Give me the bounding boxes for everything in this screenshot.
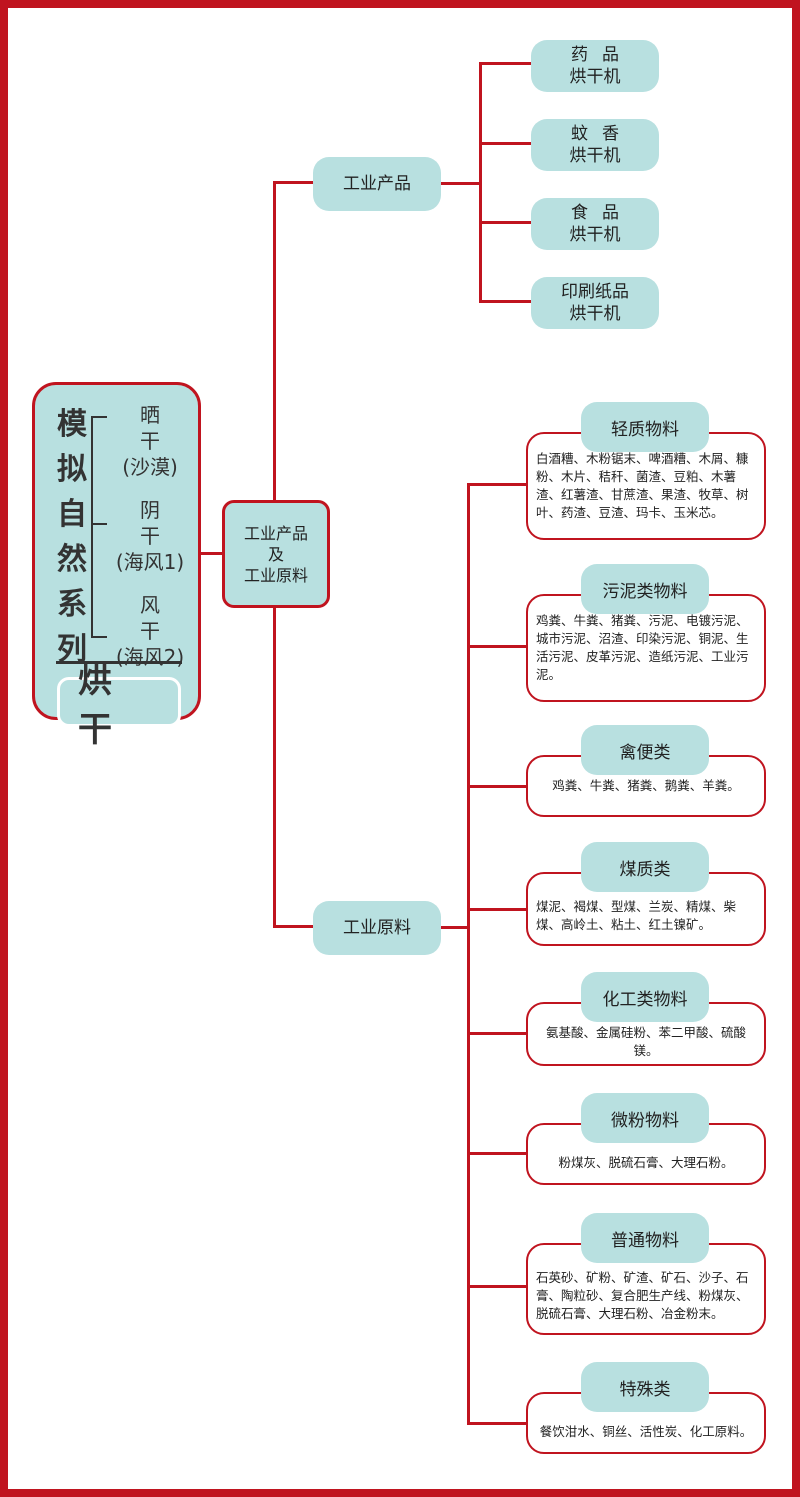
root-badge: 烘干 (57, 661, 181, 750)
method-label: 阴干 (140, 498, 180, 548)
product-item: 印刷纸品烘干机 (531, 277, 659, 329)
root-title-char: 自 (57, 497, 87, 532)
product-type: 烘干机 (569, 67, 621, 87)
products-branch-2 (479, 142, 531, 145)
category-title: 煤质类 (581, 842, 709, 892)
method-bracket (91, 416, 93, 638)
category-content: 石英砂、矿粉、矿渣、矿石、沙子、石膏、陶粒砂、复合肥生产线、粉煤灰、脱硫石膏、大… (536, 1270, 749, 1321)
product-name: 食品 (571, 203, 633, 223)
products-branch-1 (479, 62, 531, 65)
product-type: 烘干机 (569, 225, 621, 245)
root-title-char: 拟 (57, 452, 87, 487)
category-title: 污泥类物料 (581, 564, 709, 614)
materials-vertical (467, 483, 470, 1424)
connector-to-products (273, 181, 315, 184)
method-tick-3 (91, 636, 107, 638)
category-content: 鸡粪、牛粪、猪粪、污泥、电镀污泥、城市污泥、沼渣、印染污泥、铜泥、生活污泥、皮革… (536, 613, 749, 682)
product-type: 烘干机 (569, 146, 621, 166)
node-industrial-products: 工业产品 (313, 157, 441, 211)
materials-branch-4 (467, 908, 527, 911)
connector-to-materials (273, 925, 315, 928)
connector-products-bus (440, 182, 480, 185)
materials-branch-1 (467, 483, 527, 486)
hub-node: 工业产品 及 工业原料 (222, 500, 330, 608)
root-title-char: 模 (57, 407, 87, 442)
hub-line: 工业产品 (243, 523, 308, 543)
method-wind-dry: 风干 (海风2) (110, 592, 190, 670)
category-title: 化工类物料 (581, 972, 709, 1022)
category-content: 白酒糟、木粉锯末、啤酒糟、木屑、糠粉、木片、秸秆、菌渣、豆粕、木薯渣、红薯渣、甘… (536, 451, 749, 520)
method-sub: (海风1) (115, 550, 185, 574)
materials-branch-2 (467, 645, 527, 648)
category-content: 粉煤灰、脱硫石膏、大理石粉。 (558, 1155, 734, 1170)
category-content: 鸡粪、牛粪、猪粪、鹅粪、羊粪。 (552, 778, 740, 793)
hub-line: 及 (267, 544, 284, 564)
products-branch-4 (479, 300, 531, 303)
hub-line: 工业原料 (243, 565, 308, 585)
root-title-char: 系 (57, 587, 87, 622)
product-item: 食品烘干机 (531, 198, 659, 250)
materials-branch-5 (467, 1032, 527, 1035)
category-title: 微粉物料 (581, 1093, 709, 1143)
products-branch-3 (479, 221, 531, 224)
connector-materials-bus (440, 926, 470, 929)
node-industrial-materials: 工业原料 (313, 901, 441, 955)
connector-root-hub (200, 552, 224, 555)
materials-branch-8 (467, 1422, 527, 1425)
category-title: 普通物料 (581, 1213, 709, 1263)
connector-hub-down (273, 607, 276, 928)
category-title: 特殊类 (581, 1362, 709, 1412)
method-tick-2 (91, 523, 107, 525)
root-title: 模 拟 自 然 系 列 (52, 402, 92, 672)
connector-hub-up (273, 181, 276, 502)
category-title: 禽便类 (581, 725, 709, 775)
product-name: 蚊香 (571, 124, 633, 144)
category-title: 轻质物料 (581, 402, 709, 452)
root-title-char: 然 (57, 542, 87, 577)
materials-branch-3 (467, 785, 527, 788)
method-sub: (海风2) (115, 645, 185, 669)
method-shade-dry: 阴干 (海风1) (110, 497, 190, 575)
category-content-box: 鸡粪、牛粪、猪粪、鹅粪、羊粪。 (526, 755, 766, 817)
materials-branch-6 (467, 1152, 527, 1155)
category-content: 餐饮泔水、铜丝、活性炭、化工原料。 (539, 1424, 753, 1439)
product-name: 印刷纸品 (561, 282, 629, 302)
product-item: 蚊香烘干机 (531, 119, 659, 171)
product-item: 药品烘干机 (531, 40, 659, 92)
root-divider (56, 661, 182, 664)
category-content: 氨基酸、金属硅粉、苯二甲酸、硫酸镁。 (545, 1025, 746, 1058)
product-name: 药品 (571, 45, 633, 65)
method-tick-1 (91, 416, 107, 418)
product-type: 烘干机 (569, 304, 621, 324)
method-sub: (沙漠) (122, 455, 178, 479)
method-label: 风干 (140, 593, 180, 643)
category-content-box: 石英砂、矿粉、矿渣、矿石、沙子、石膏、陶粒砂、复合肥生产线、粉煤灰、脱硫石膏、大… (526, 1243, 766, 1335)
category-content: 煤泥、褐煤、型煤、兰炭、精煤、柴煤、高岭土、粘土、红土镍矿。 (536, 899, 737, 932)
materials-branch-7 (467, 1285, 527, 1288)
products-vertical (479, 62, 482, 302)
method-sun-dry: 晒干 (沙漠) (110, 402, 190, 480)
method-label: 晒干 (140, 403, 180, 453)
